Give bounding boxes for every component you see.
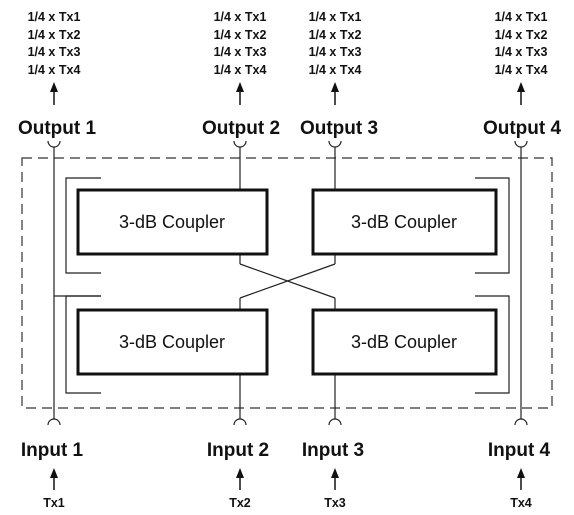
output-3-arrow-icon: [331, 82, 339, 105]
coupler-bottom-right: 3-dB Coupler: [311, 308, 498, 376]
coupler-bottom-left: 3-dB Coupler: [76, 308, 269, 376]
combiner-enclosure: [21, 157, 553, 409]
coupler-bottom-left-label: 3-dB Coupler: [119, 332, 225, 352]
output-1-signal-4: 1/4 x Tx4: [28, 63, 81, 77]
input-4-label: Input 4: [488, 440, 551, 461]
input-1-label: Input 1: [21, 440, 84, 461]
input-1-arrow-icon: [50, 468, 58, 490]
output-2-label: Output 2: [202, 118, 280, 139]
output-1-signal-3: 1/4 x Tx3: [28, 45, 81, 59]
output-1-arrow-icon: [50, 82, 58, 105]
input-connectors: [47, 418, 528, 426]
output-3-label: Output 3: [300, 118, 378, 139]
output-1-label: Output 1: [18, 118, 97, 139]
output-4-label: Output 4: [483, 118, 562, 139]
output-4-signal-1: 1/4 x Tx1: [495, 10, 548, 24]
input-3-arrow-icon: [331, 468, 339, 490]
coupler-top-right-label: 3-dB Coupler: [351, 212, 457, 232]
coupler-top-right: 3-dB Coupler: [311, 188, 498, 256]
output-4-signal-2: 1/4 x Tx2: [495, 28, 548, 42]
output-1-signal-2: 1/4 x Tx2: [28, 28, 81, 42]
routing-lines: [53, 147, 522, 419]
output-4-arrow-icon: [517, 82, 525, 105]
output-4-signal-4: 1/4 x Tx4: [495, 63, 548, 77]
output-3-signal-1: 1/4 x Tx1: [309, 10, 362, 24]
output-2-arrow-icon: [236, 82, 244, 105]
input-3-signal: Tx3: [324, 496, 346, 510]
output-2-signals: 1/4 x Tx1 1/4 x Tx2 1/4 x Tx3 1/4 x Tx4: [214, 10, 267, 77]
input-2-signal: Tx2: [229, 496, 251, 510]
output-3-signals: 1/4 x Tx1 1/4 x Tx2 1/4 x Tx3 1/4 x Tx4: [309, 10, 362, 77]
output-1-signal-1: 1/4 x Tx1: [28, 10, 81, 24]
output-1-signals: 1/4 x Tx1 1/4 x Tx2 1/4 x Tx3 1/4 x Tx4: [28, 10, 81, 77]
output-2-signal-3: 1/4 x Tx3: [214, 45, 267, 59]
output-2-signal-4: 1/4 x Tx4: [214, 63, 267, 77]
input-1-signal: Tx1: [43, 496, 65, 510]
input-2-label: Input 2: [207, 440, 269, 461]
output-3-signal-2: 1/4 x Tx2: [309, 28, 362, 42]
output-2-signal-2: 1/4 x Tx2: [214, 28, 267, 42]
output-4-signals: 1/4 x Tx1 1/4 x Tx2 1/4 x Tx3 1/4 x Tx4: [495, 10, 548, 77]
input-3-label: Input 3: [302, 440, 364, 461]
input-4-signal: Tx4: [510, 496, 532, 510]
coupler-bottom-right-label: 3-dB Coupler: [351, 332, 457, 352]
output-3-signal-4: 1/4 x Tx4: [309, 63, 362, 77]
coupler-top-left: 3-dB Coupler: [76, 188, 269, 256]
output-2-signal-1: 1/4 x Tx1: [214, 10, 267, 24]
input-2-arrow-icon: [236, 468, 244, 490]
output-connectors: [47, 140, 528, 148]
output-3-signal-3: 1/4 x Tx3: [309, 45, 362, 59]
output-4-signal-3: 1/4 x Tx3: [495, 45, 548, 59]
coupler-top-left-label: 3-dB Coupler: [119, 212, 225, 232]
input-4-arrow-icon: [517, 468, 525, 490]
